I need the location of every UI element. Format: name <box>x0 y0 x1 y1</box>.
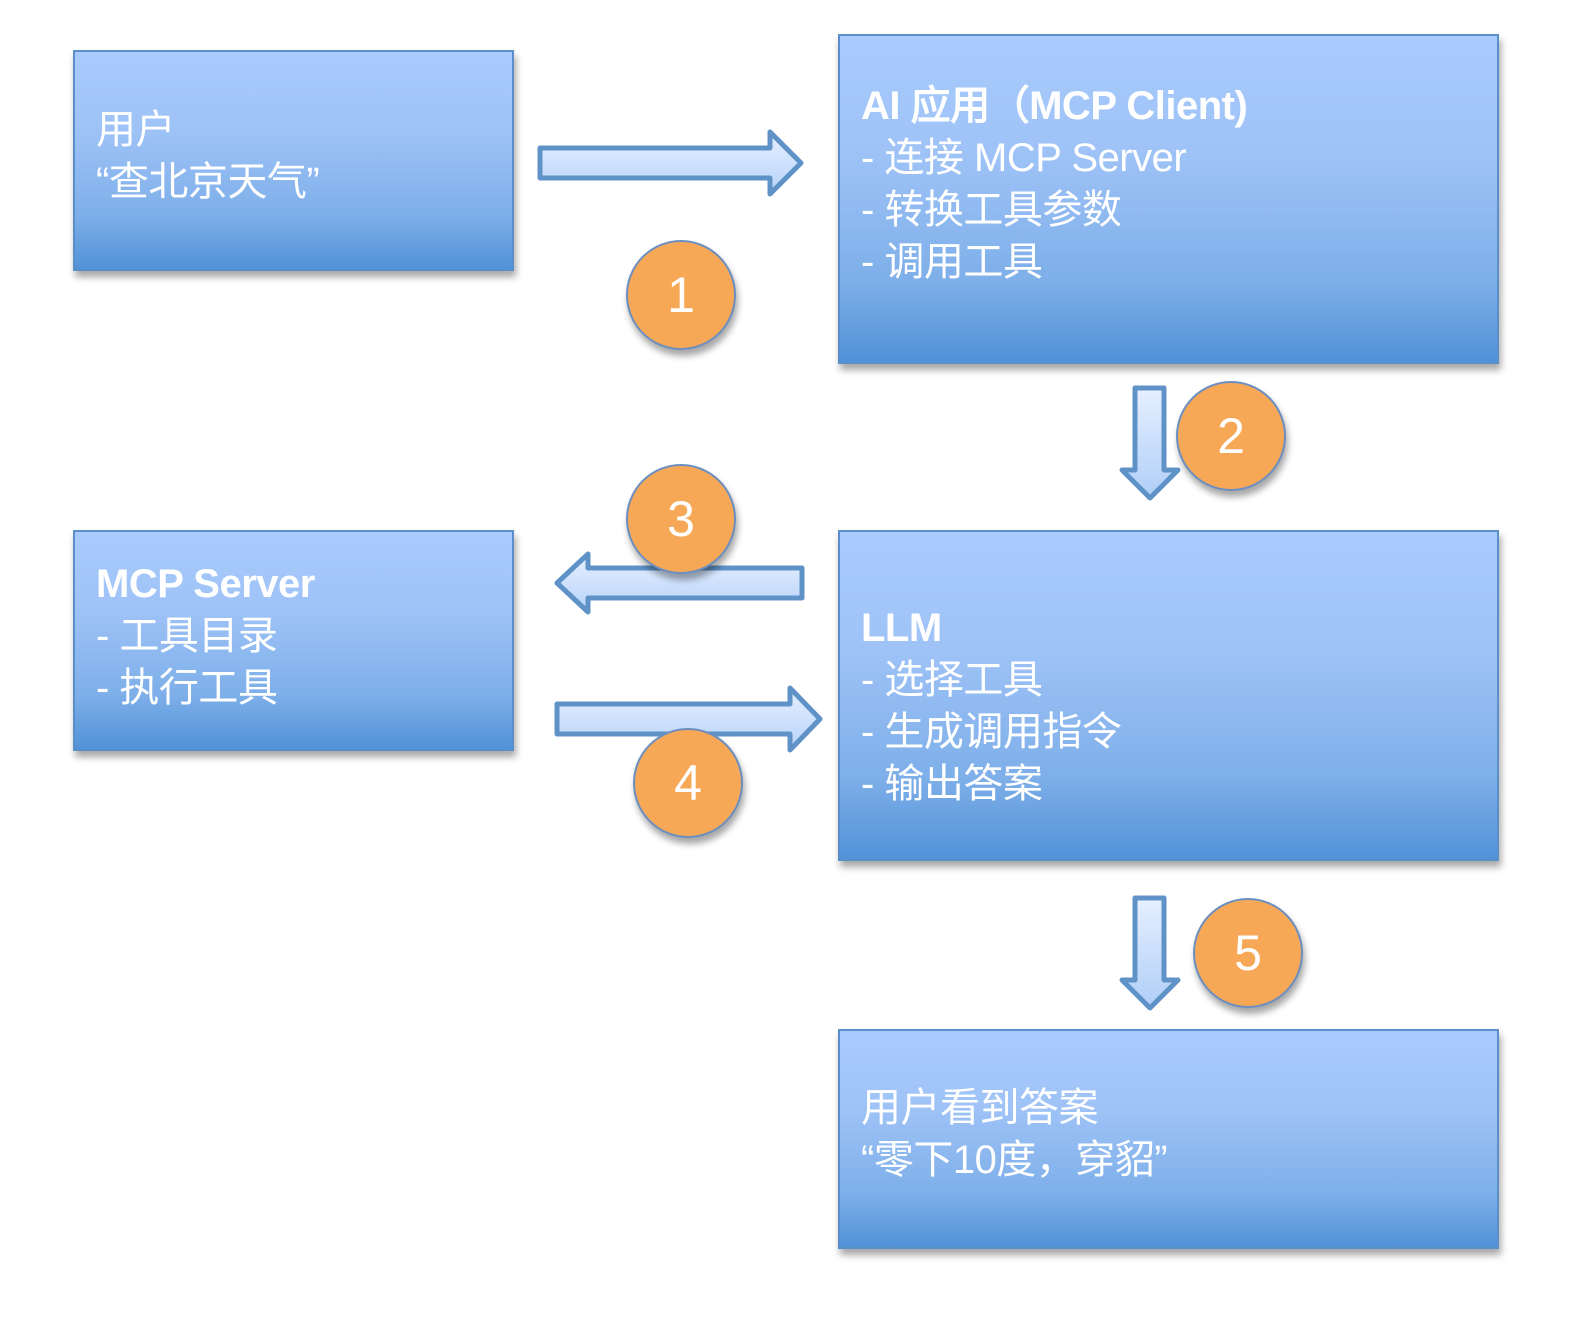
server-title: MCP Server <box>96 561 315 606</box>
mcp-server-node: MCP Server - 工具目录 - 执行工具 <box>73 530 514 751</box>
llm-item: - 生成调用指令 <box>861 709 1122 754</box>
llm-title: LLM <box>861 605 942 650</box>
answer-label: 用户看到答案 <box>861 1086 1099 1130</box>
llm-item: - 输出答案 <box>861 761 1043 806</box>
arrow-right-icon <box>554 685 823 753</box>
client-item: - 转换工具参数 <box>861 188 1122 232</box>
server-item: - 工具目录 <box>96 613 278 658</box>
step-badge-1: 1 <box>626 240 736 350</box>
llm-node: LLM - 选择工具 - 生成调用指令 - 输出答案 <box>838 530 1499 861</box>
arrow-right-icon <box>537 129 804 197</box>
arrow-left-icon <box>554 551 805 615</box>
step-badge-5: 5 <box>1193 898 1303 1008</box>
client-item: - 连接 MCP Server <box>861 136 1187 180</box>
llm-item: - 选择工具 <box>861 657 1043 702</box>
step-badge-3: 3 <box>626 464 736 574</box>
arrow-down-icon <box>1119 895 1181 1011</box>
user-label: 用户 <box>96 107 176 152</box>
step-badge-2: 2 <box>1176 381 1286 491</box>
client-title: AI 应用（MCP Client) <box>861 84 1248 128</box>
answer-text: “零下10度，穿貂” <box>861 1138 1168 1182</box>
answer-node: 用户看到答案 “零下10度，穿貂” <box>838 1029 1499 1249</box>
server-item: - 执行工具 <box>96 665 278 710</box>
ai-app-client-node: AI 应用（MCP Client) - 连接 MCP Server - 转换工具… <box>838 34 1499 364</box>
step-badge-4: 4 <box>633 728 743 838</box>
user-node: 用户 “查北京天气” <box>73 50 514 271</box>
user-query: “查北京天气” <box>96 159 320 204</box>
client-item: - 调用工具 <box>861 240 1043 284</box>
arrow-down-icon <box>1119 385 1181 501</box>
